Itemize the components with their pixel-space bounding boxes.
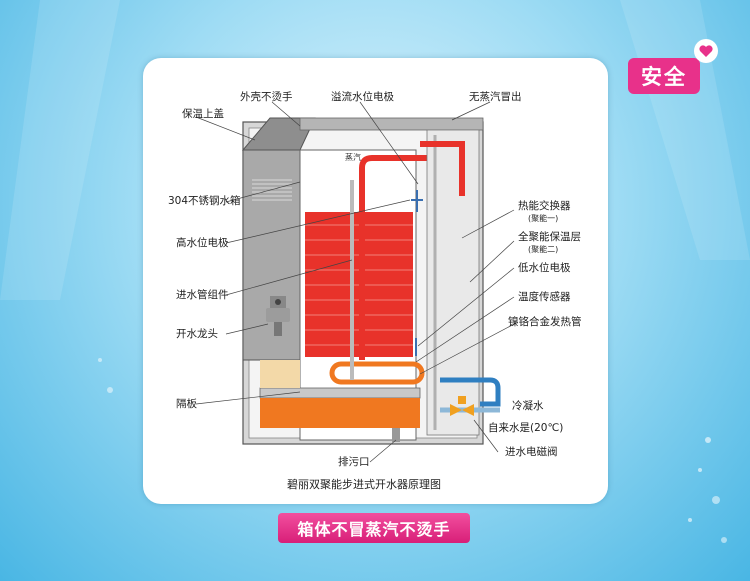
- label-heating-tube: 镍铬合金发热管: [508, 316, 582, 328]
- warm-water: [260, 398, 420, 428]
- caption-text: 箱体不冒蒸汽不烫手: [297, 520, 451, 539]
- label-low-level-electrode: 低水位电极: [518, 262, 571, 274]
- label-no-steam-outlet: 无蒸汽冒出: [469, 91, 522, 103]
- label-heat-exchanger-note: (聚能一): [528, 214, 559, 223]
- drain-outlet: [392, 428, 400, 442]
- diagram-title: 碧丽双聚能步进式开水器原理图: [287, 478, 441, 491]
- label-faucet: 开水龙头: [176, 328, 218, 340]
- caption-banner: 箱体不冒蒸汽不烫手: [278, 513, 470, 543]
- label-inlet-solenoid: 进水电磁阀: [505, 446, 558, 458]
- label-insulated-lid: 保温上盖: [182, 108, 224, 120]
- partition-plate: [259, 387, 421, 399]
- label-full-insulation: 全聚能保温层: [518, 231, 581, 243]
- safety-badge-label: 安全: [641, 65, 687, 89]
- condensate-pipe: [440, 377, 501, 407]
- label-drain: 排污口: [338, 456, 370, 468]
- steam-outlet-pipe: [420, 141, 465, 196]
- label-steam: 蒸汽: [345, 153, 361, 162]
- front-panel: [242, 149, 301, 361]
- label-cold-condensate: 冷凝水: [512, 400, 544, 412]
- label-overflow-electrode: 溢流水位电极: [331, 91, 394, 103]
- faucet-icon: [266, 296, 290, 336]
- label-tap-water: 自来水是(20℃): [488, 422, 564, 434]
- safety-badge: 安全: [628, 58, 700, 94]
- label-inlet-pipe-assembly: 进水管组件: [176, 289, 229, 301]
- label-full-insulation-note: (聚能二): [528, 245, 559, 254]
- label-heat-exchanger: 热能交换器: [518, 200, 571, 212]
- label-stainless-tank: 304不锈钢水箱: [168, 195, 241, 207]
- label-high-level-electrode: 高水位电极: [176, 237, 229, 249]
- solenoid-valve-icon: [450, 396, 474, 416]
- label-partition: 隔板: [176, 398, 197, 410]
- heart-icon: [694, 39, 718, 63]
- label-shell-no-burn: 外壳不烫手: [240, 91, 293, 103]
- label-temp-sensor: 温度传感器: [518, 291, 571, 303]
